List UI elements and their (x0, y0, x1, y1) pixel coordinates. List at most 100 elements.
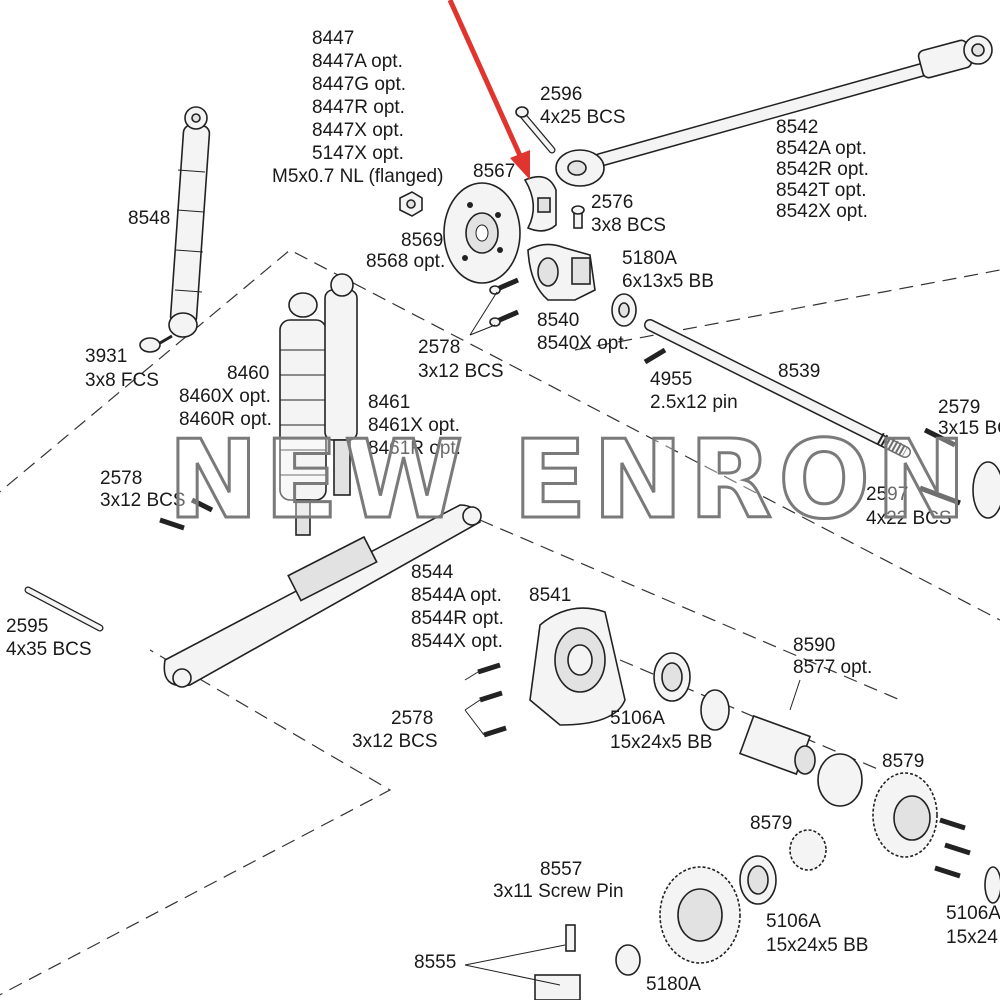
label-8548: 8548 (128, 208, 170, 229)
part-8569-disc (443, 182, 521, 284)
label-5147x: 5147X opt. (312, 143, 404, 164)
label-2578-mid: 2578 (100, 468, 142, 489)
part-8590-output (700, 689, 816, 776)
label-5180a: 5180A (622, 248, 677, 269)
part-labels: 8447 8447A opt. 8447G opt. 8447R opt. 84… (6, 28, 1000, 995)
label-8544r: 8544R opt. (411, 608, 504, 629)
label-8542t: 8542T opt. (776, 180, 867, 201)
label-5106a-3: 5106A (946, 903, 1000, 924)
part-m5-nut (399, 191, 423, 217)
label-8579-large: 8579 (882, 751, 924, 772)
label-8541: 8541 (529, 585, 571, 606)
label-8461r: 8461R opt. (368, 438, 461, 459)
label-8544: 8544 (411, 562, 454, 583)
label-8447r: 8447R opt. (312, 97, 405, 118)
label-8542r: 8542R opt. (776, 159, 869, 180)
part-2578-screws-mid (159, 497, 214, 531)
label-5106a-3-desc: 15x24 (946, 927, 998, 948)
part-2576-screw (571, 205, 585, 229)
part-8557-pin (565, 924, 576, 952)
part-4955-pin (643, 347, 667, 365)
part-5106a-bearing-2 (739, 855, 777, 905)
label-8540: 8540 (537, 310, 579, 331)
label-8447x: 8447X opt. (312, 120, 404, 141)
label-3931-desc: 3x8 FCS (85, 370, 159, 391)
label-8590: 8590 (793, 635, 835, 656)
part-8461-shock-body (324, 273, 358, 496)
part-8539-axle (644, 319, 911, 458)
part-right-screws (919, 427, 1000, 904)
assembly-outline-right (574, 269, 1000, 351)
label-2576-desc: 3x8 BCS (591, 215, 666, 236)
label-2579: 2579 (938, 397, 980, 418)
label-2578-mid-desc: 3x12 BCS (100, 490, 186, 511)
label-8447g: 8447G opt. (312, 74, 406, 95)
part-8542-driveshaft (555, 35, 993, 187)
label-2596-desc: 4x25 BCS (540, 107, 626, 128)
part-8548-link (168, 106, 211, 338)
label-8557-desc: 3x11 Screw Pin (493, 881, 624, 902)
label-8542a: 8542A opt. (776, 138, 867, 159)
label-8568: 8568 opt. (366, 251, 445, 272)
assembly-outline-lower-right (479, 519, 901, 701)
label-2595: 2595 (6, 616, 48, 637)
part-5180a-bearing-2 (615, 944, 641, 976)
assembly-outline-upper (0, 249, 1000, 621)
label-2578-upper: 2578 (418, 337, 460, 358)
label-8555: 8555 (414, 952, 456, 973)
label-8540x: 8540X opt. (537, 333, 629, 354)
label-2576: 2576 (591, 192, 633, 213)
label-4955-desc: 2.5x12 pin (650, 392, 738, 413)
part-8460-shock (279, 292, 327, 536)
label-5106a-2-desc: 15x24x5 BB (766, 935, 868, 956)
label-4955: 4955 (650, 369, 692, 390)
label-2595-desc: 4x35 BCS (6, 639, 92, 660)
part-8579-gear-large (817, 753, 938, 858)
part-5106a-bearing (653, 652, 691, 702)
label-8539: 8539 (778, 361, 820, 382)
label-8461: 8461 (368, 392, 410, 413)
part-3931-screw (139, 334, 173, 353)
label-8542x: 8542X opt. (776, 201, 868, 222)
label-8460x: 8460X opt. (179, 386, 271, 407)
label-8579-small: 8579 (750, 813, 792, 834)
label-5180a-desc: 6x13x5 BB (622, 271, 714, 292)
label-8542: 8542 (776, 117, 818, 138)
label-2597-desc: 4x22 BCS (866, 508, 952, 529)
part-8555-diff (534, 866, 741, 1000)
part-2578-screws-lower (477, 662, 507, 738)
part-8541-gearbox (529, 607, 626, 726)
label-2579-desc: 3x15 BC (938, 418, 1000, 439)
label-8460r: 8460R opt. (179, 409, 272, 430)
assembly-outline-lower-left (0, 649, 392, 996)
part-2596-screw (515, 106, 556, 154)
label-5180a-2: 5180A (646, 974, 701, 995)
part-8540-carrier (527, 243, 596, 301)
part-8544-arm (163, 504, 482, 688)
leader-lines (464, 291, 801, 986)
label-2578-lower: 2578 (391, 708, 433, 729)
label-8544x: 8544X opt. (411, 631, 503, 652)
label-3931: 3931 (85, 346, 127, 367)
label-8461x: 8461X opt. (368, 415, 460, 436)
label-m5-nut: M5x0.7 NL (flanged) (272, 166, 443, 187)
label-2578-upper-desc: 3x12 BCS (418, 361, 504, 382)
label-8569: 8569 (401, 230, 443, 251)
part-5180a-bearing (611, 293, 637, 327)
label-8460: 8460 (227, 363, 269, 384)
label-2597: 2597 (866, 484, 908, 505)
label-8544a: 8544A opt. (411, 585, 502, 606)
highlight-arrow (447, 0, 530, 180)
label-2578-lower-desc: 3x12 BCS (352, 731, 438, 752)
label-5106a-desc: 15x24x5 BB (610, 732, 712, 753)
label-2596: 2596 (540, 84, 582, 105)
part-2595-pin (24, 586, 104, 632)
label-5106a: 5106A (610, 708, 665, 729)
label-8447: 8447 (312, 28, 354, 49)
part-8567-pad (523, 175, 557, 232)
label-8447a: 8447A opt. (312, 51, 403, 72)
label-8567: 8567 (473, 161, 515, 182)
watermark: NEW ENRON (168, 418, 972, 543)
part-2578-screws-upper (489, 277, 519, 327)
